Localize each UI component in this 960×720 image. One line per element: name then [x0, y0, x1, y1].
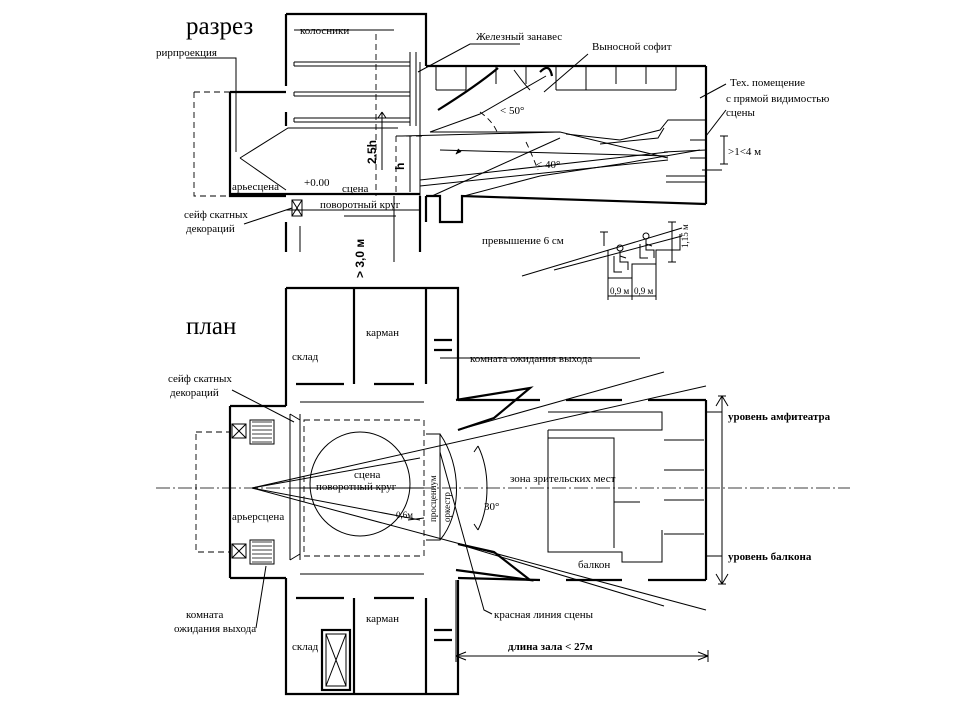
- label-arierstsena-section: арьесцена: [232, 181, 279, 193]
- label-balcony: балкон: [578, 559, 610, 571]
- label-hall-length: длина зала < 27м: [508, 641, 593, 653]
- label-iron-curtain: Железный занавес: [476, 31, 562, 43]
- label-storage-bottom: склад: [292, 641, 319, 653]
- label-stage-red-line: красная линия сцены: [494, 609, 594, 621]
- auditorium-section: [426, 64, 708, 224]
- label-dim-3m: > 3,0 м: [353, 239, 367, 278]
- label-amphitheater-level: уровень амфитеатра: [728, 411, 831, 423]
- label-rear-projection: рирпроекция: [156, 47, 217, 59]
- label-angle-40: < 40°: [536, 159, 560, 171]
- label-tech-room-line1: Тех. помещение: [730, 77, 805, 89]
- label-audience-zone: зона зрительских мест: [510, 473, 616, 485]
- plan-rear-stage: [195, 404, 301, 580]
- plan-view: план: [156, 286, 850, 696]
- label-kolosniki: колосники: [300, 25, 349, 37]
- plan-leaders: [231, 357, 722, 629]
- section-title: разрез: [186, 13, 253, 40]
- plan-bottom-block: [284, 588, 460, 696]
- label-proscenium: просцениум: [428, 475, 438, 522]
- label-waiting-room-bottom-line2: ожидания выхода: [174, 623, 256, 635]
- label-forestage-soffit: Выносной софит: [592, 41, 672, 53]
- plan-top-block: [284, 286, 460, 394]
- label-storage-top: склад: [292, 351, 319, 363]
- label-waiting-room-bottom-line1: комната: [186, 609, 223, 621]
- label-pocket-bottom: карман: [366, 613, 399, 625]
- label-dim-1-15: 1,15 м: [680, 224, 690, 248]
- label-waiting-room-top: комната ожидания выхода: [470, 353, 592, 365]
- label-angle-30: 30°: [484, 501, 499, 513]
- label-tech-room-line2: с прямой видимостью: [726, 93, 829, 105]
- label-balcony-level: уровень балкона: [728, 551, 812, 563]
- label-zero-level: +0.00: [304, 177, 330, 189]
- label-pocket-top: карман: [366, 327, 399, 339]
- label-safe-section-line2: декораций: [186, 223, 235, 235]
- label-arierstsena-plan: арьерсцена: [232, 511, 284, 523]
- label-orchestra: оркестр: [442, 492, 452, 522]
- label-rise-6cm: превышение 6 см: [482, 235, 564, 247]
- label-tech-room-line3: сцены: [726, 107, 756, 119]
- stage-tower: [193, 12, 428, 252]
- section-sight-lines: [239, 75, 669, 197]
- section-dimensions: [344, 111, 728, 262]
- section-leaders: [186, 43, 727, 225]
- label-stage-section: сцена: [342, 183, 369, 195]
- label-distance-1-4: >1<4 м: [728, 146, 761, 158]
- label-stage-plan: сцена: [354, 469, 381, 481]
- plan-hall-length-dimension: [455, 580, 709, 662]
- plan-title: план: [186, 313, 236, 340]
- label-angle-50: < 50°: [500, 105, 524, 117]
- plan-sight-lines: [156, 371, 850, 611]
- label-revolving-stage-section: поворотный круг: [320, 199, 401, 211]
- label-dim-h: h: [393, 163, 407, 170]
- plan-main-stage: [284, 384, 534, 588]
- label-dim-0-9-b: 0,9 м: [634, 286, 654, 296]
- seating-detail: превышение 6 см 1,15 м 0,9 м 0,9 м: [482, 221, 690, 300]
- label-safe-plan-line1: сейф скатных: [168, 373, 232, 385]
- label-dim-0-6: 0,6м: [396, 510, 413, 520]
- label-safe-plan-line2: декораций: [170, 387, 219, 399]
- label-dim-0-9-a: 0,9 м: [610, 286, 630, 296]
- label-dim-2-5h: 2.5h: [365, 140, 379, 164]
- label-revolving-stage-plan: поворотный круг: [316, 481, 397, 493]
- label-safe-section-line1: сейф скатных: [184, 209, 248, 221]
- section-view: разрез: [156, 12, 829, 278]
